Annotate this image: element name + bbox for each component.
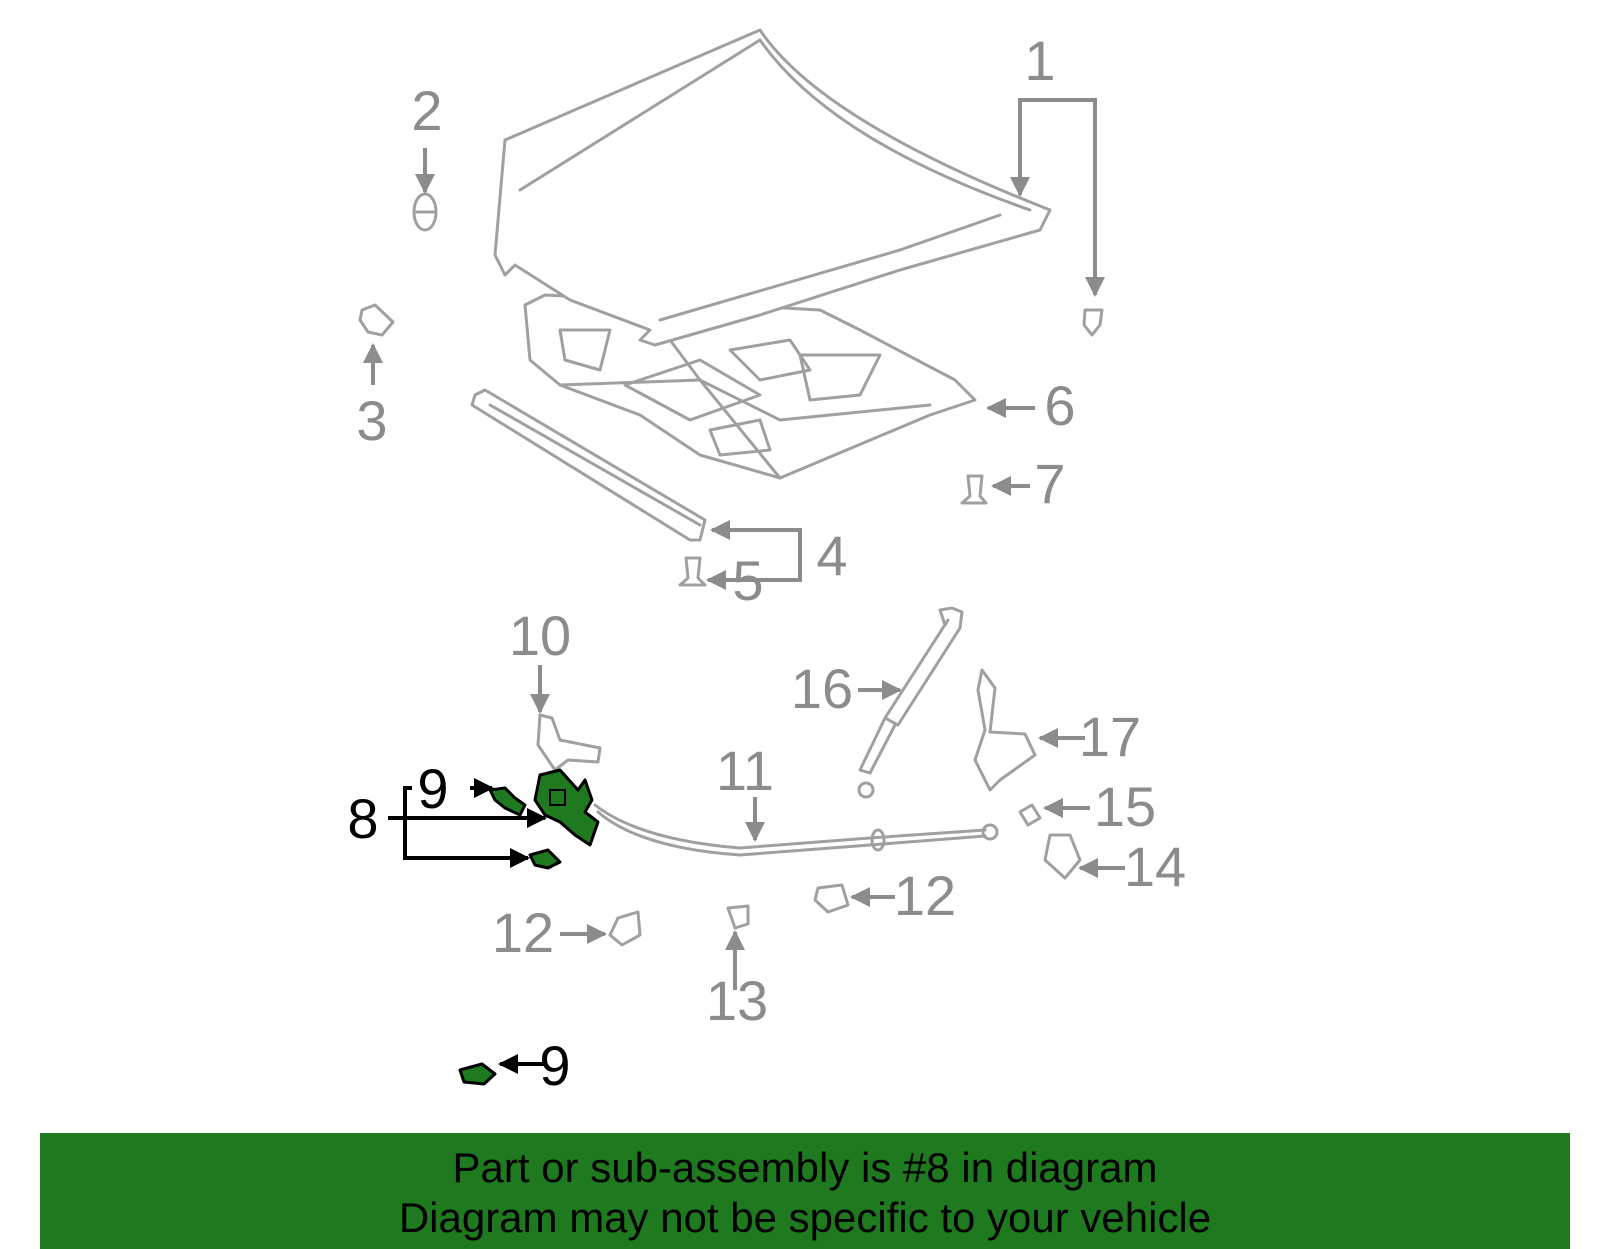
hood-lock-8[interactable] (533, 768, 600, 847)
hood-inner-panel (523, 293, 977, 480)
leader-lines (363, 98, 1125, 1074)
callout-11: 11 (716, 739, 774, 802)
hood-panel (493, 28, 1052, 347)
support-rod-16 (857, 606, 964, 799)
clip-3 (358, 303, 395, 337)
callout-2: 2 (411, 79, 442, 142)
banner-line-1: Part or sub-assembly is #8 in diagram (452, 1144, 1158, 1191)
info-banner: Part or sub-assembly is #8 in diagram Di… (40, 1133, 1570, 1249)
callout-6: 6 (1044, 374, 1075, 437)
release-cable-11 (593, 803, 999, 857)
bolt-9-lower[interactable] (458, 1062, 497, 1086)
callout-12-left: 12 (492, 901, 554, 964)
callout-10: 10 (509, 604, 571, 667)
clip-13 (726, 904, 750, 930)
bolt-9-upper[interactable] (488, 786, 527, 817)
hood-reinforcement (470, 388, 707, 542)
clip-15 (1018, 803, 1042, 827)
callout-5: 5 (732, 549, 763, 612)
bracket-14 (1043, 833, 1082, 880)
hook-10 (536, 713, 602, 772)
bolt-5 (678, 556, 707, 587)
callout-12-right: 12 (894, 864, 956, 927)
callout-4: 4 (816, 524, 847, 587)
callout-9-lower: 9 (539, 1034, 570, 1097)
latch-17 (973, 668, 1037, 792)
hood-bumper-2 (412, 192, 438, 232)
clip-12-right (813, 883, 850, 914)
callout-8: 8 (347, 787, 378, 850)
callout-13: 13 (706, 969, 768, 1032)
callout-7: 7 (1034, 452, 1065, 515)
callout-15: 15 (1094, 775, 1156, 838)
bolt-8-lower[interactable] (528, 848, 562, 870)
banner-line-2: Diagram may not be specific to your vehi… (398, 1194, 1212, 1241)
clip-7 (960, 474, 988, 505)
callout-17: 17 (1079, 705, 1141, 768)
clip-12-left (608, 910, 642, 947)
callout-1: 1 (1024, 29, 1055, 92)
clip-1-small (1082, 308, 1104, 337)
callout-9-upper: 9 (417, 757, 448, 820)
callout-16: 16 (791, 657, 853, 720)
callout-14: 14 (1124, 835, 1186, 898)
callout-3: 3 (356, 389, 387, 452)
